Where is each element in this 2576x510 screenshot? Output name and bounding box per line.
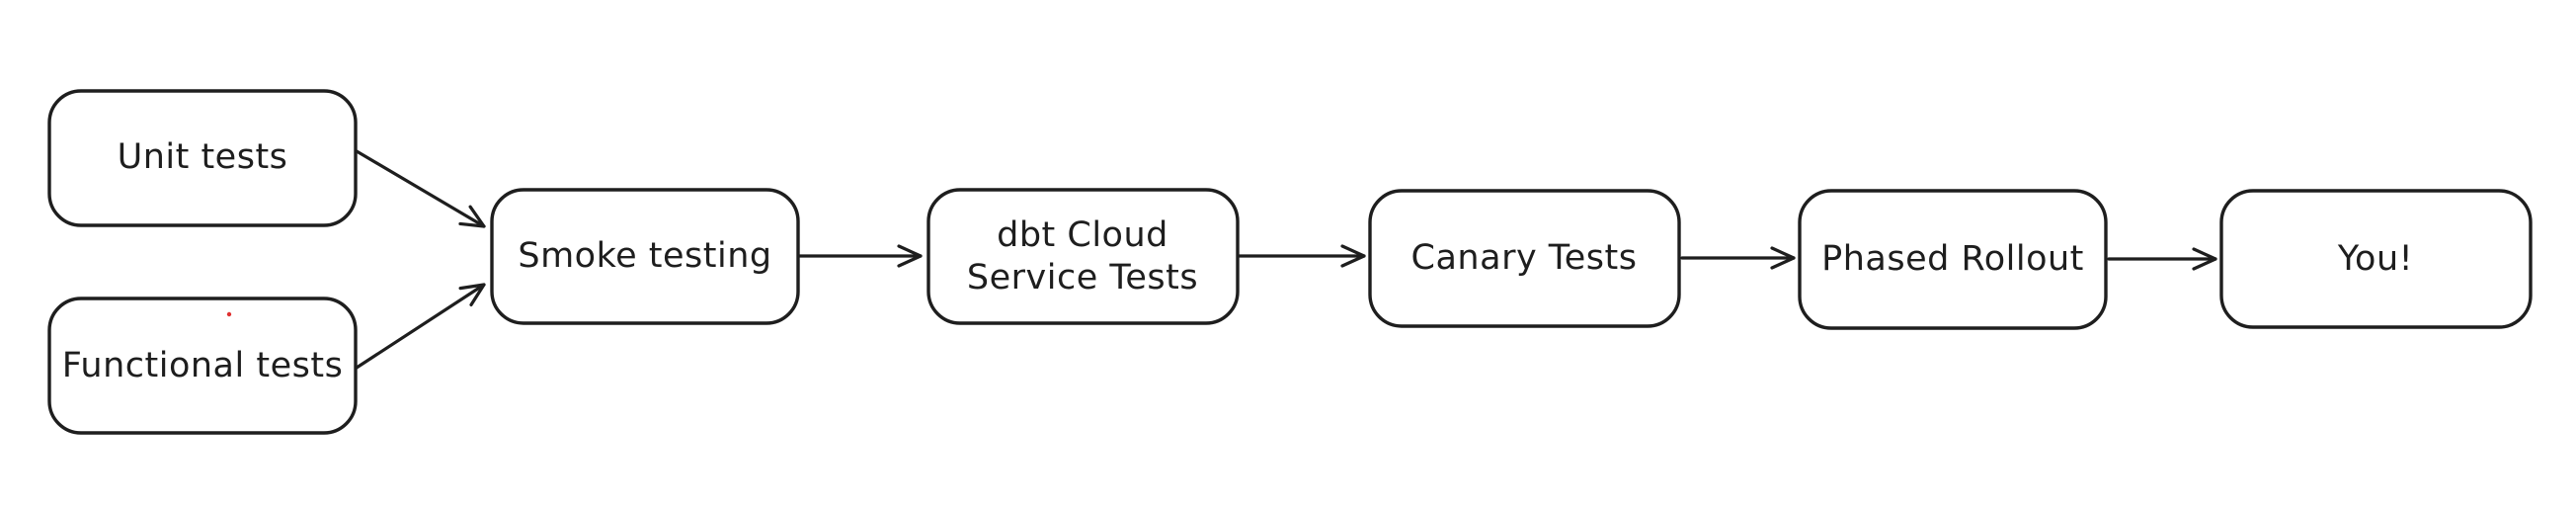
node-smoke-testing-box bbox=[490, 188, 800, 325]
node-you-box bbox=[2219, 189, 2533, 329]
node-you: You! bbox=[2219, 189, 2533, 329]
node-canary-tests-label: Canary Tests bbox=[1411, 238, 1638, 278]
node-unit-tests-box bbox=[47, 89, 358, 227]
node-functional-tests-box bbox=[47, 297, 358, 435]
node-phased-rollout: Phased Rollout bbox=[1798, 189, 2108, 330]
node-canary-tests: Canary Tests bbox=[1368, 189, 1681, 328]
edge-unit-tests-to-smoke-testing bbox=[355, 149, 486, 228]
stray-red-dot bbox=[226, 311, 232, 317]
node-you-label: You! bbox=[2337, 239, 2413, 279]
node-functional-tests: Functional tests bbox=[47, 297, 358, 435]
edge-functional-tests-to-smoke-testing bbox=[355, 283, 486, 370]
node-phased-rollout-label: Phased Rollout bbox=[1821, 239, 2084, 279]
node-unit-tests-label: Unit tests bbox=[118, 137, 288, 177]
node-canary-tests-box bbox=[1368, 189, 1681, 328]
node-phased-rollout-box bbox=[1798, 189, 2108, 330]
node-smoke-testing: Smoke testing bbox=[490, 188, 800, 325]
node-dbt-cloud-service-tests-label-line2: Service Tests bbox=[967, 258, 1198, 298]
node-dbt-cloud-service-tests-box bbox=[926, 188, 1240, 325]
node-dbt-cloud-service-tests: dbt Cloud Service Tests bbox=[926, 188, 1240, 325]
node-dbt-cloud-service-tests-label-line1: dbt Cloud bbox=[997, 215, 1168, 255]
node-smoke-testing-label: Smoke testing bbox=[518, 236, 771, 276]
node-functional-tests-label: Functional tests bbox=[62, 346, 344, 385]
node-unit-tests: Unit tests bbox=[47, 89, 358, 227]
